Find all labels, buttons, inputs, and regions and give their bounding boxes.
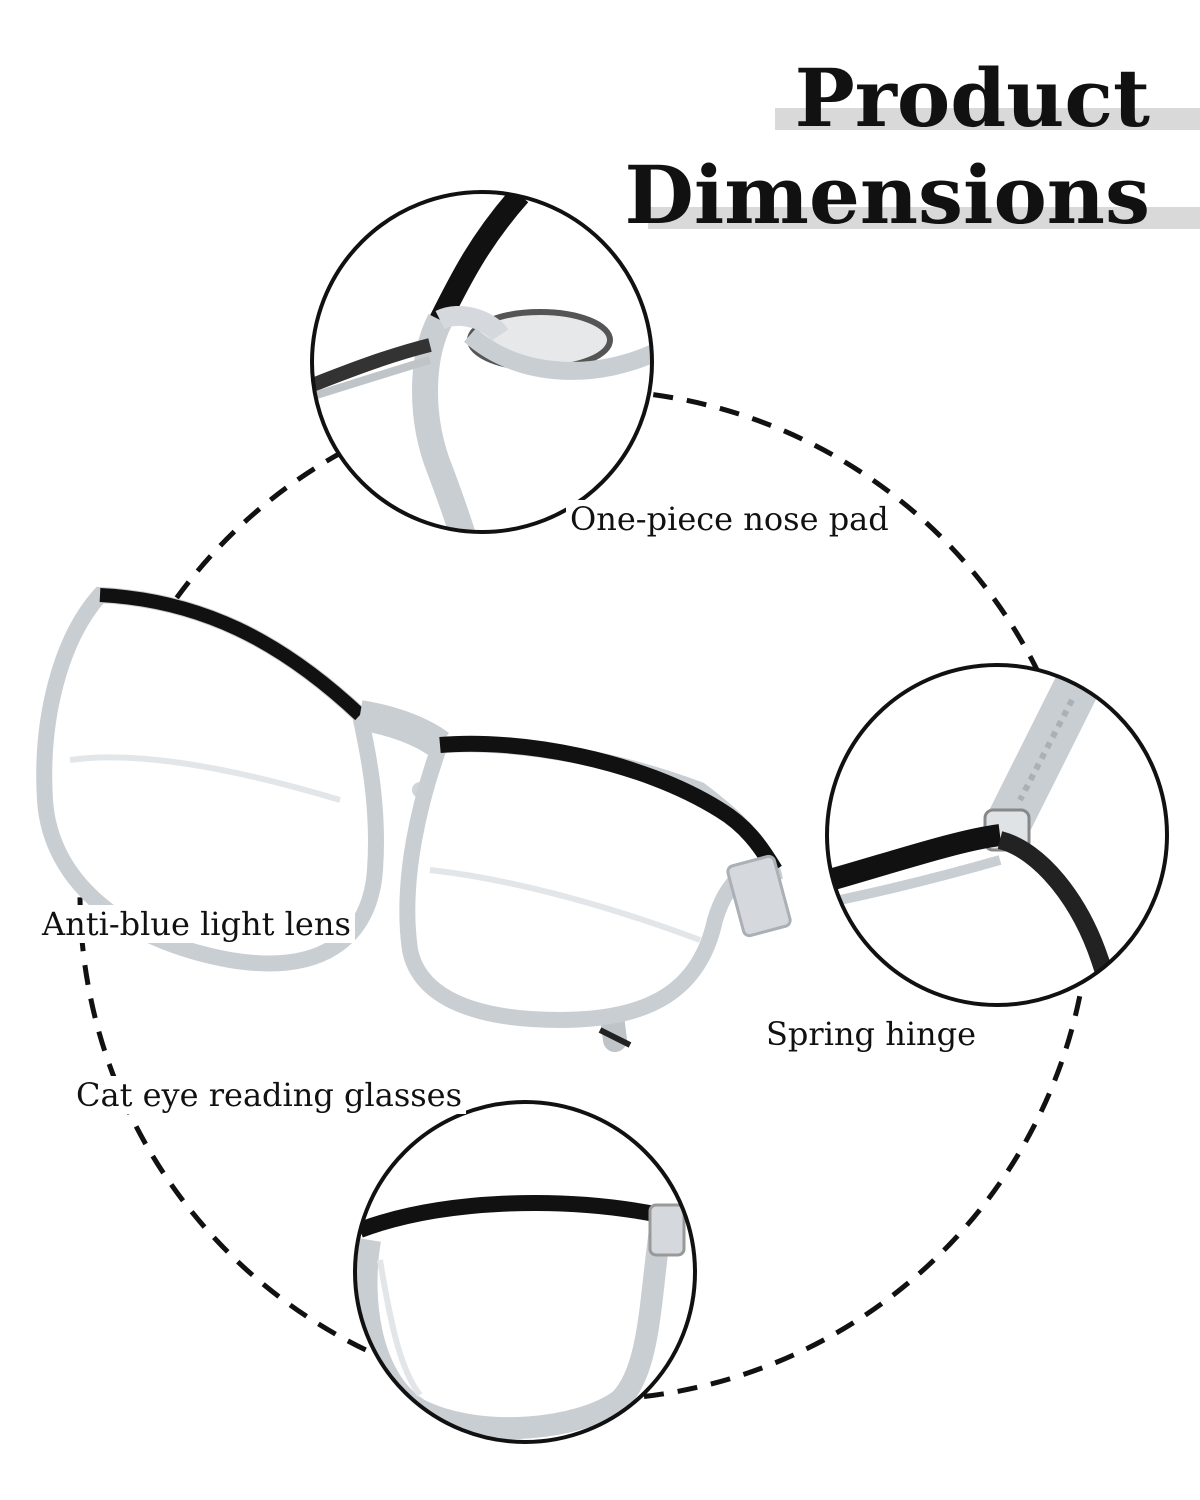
title-underline-bar-1	[775, 108, 1200, 130]
title-underline-bar-2	[648, 207, 1200, 229]
nose-pad-detail-frame	[310, 190, 654, 534]
label-style: Cat eye reading glasses	[72, 1076, 467, 1114]
cat-eye-detail-frame	[353, 1100, 697, 1444]
main-glasses-illustration	[36, 586, 792, 1052]
cat-eye-detail-image	[355, 1102, 695, 1442]
spring-hinge-detail-image	[827, 665, 1167, 1005]
spring-hinge-detail-frame	[825, 663, 1169, 1007]
label-nose-pad: One-piece nose pad	[566, 500, 893, 538]
label-lens: Anti-blue light lens	[38, 905, 355, 943]
label-hinge: Spring hinge	[762, 1015, 981, 1053]
nose-pad-detail-image	[312, 192, 652, 532]
page-title-line-2: Dimensions	[624, 148, 1150, 242]
page-title-line-1: Product	[794, 51, 1150, 145]
